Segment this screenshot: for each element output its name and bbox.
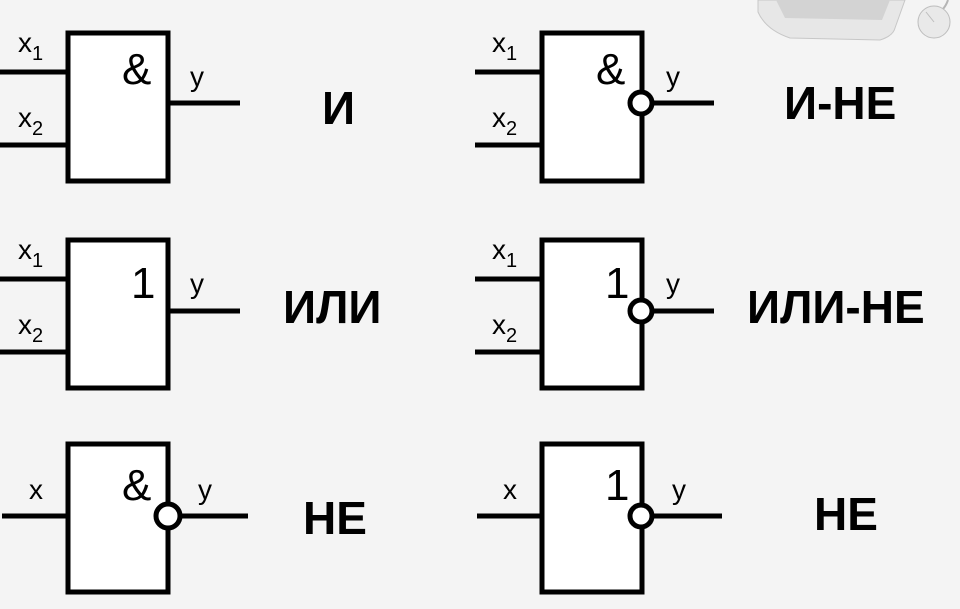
inversion-bubble — [153, 501, 183, 531]
inversion-bubble — [627, 502, 655, 530]
input-label: x — [29, 474, 43, 505]
gate-symbol: 1 — [605, 259, 629, 308]
input-label-2: x2 — [492, 102, 517, 140]
output-label: y — [190, 268, 204, 299]
output-label: y — [666, 268, 680, 299]
gate-name: И-НЕ — [784, 77, 896, 129]
gate-symbol: & — [596, 45, 625, 94]
gate-not-and: x & y НЕ — [2, 441, 367, 595]
input-label-1: x1 — [492, 27, 517, 65]
output-label: y — [666, 61, 680, 92]
input-label-2: x2 — [18, 309, 43, 347]
output-label: y — [198, 474, 212, 505]
gate-name: НЕ — [814, 488, 878, 540]
input-label-2: x2 — [492, 309, 517, 347]
output-label: y — [190, 61, 204, 92]
inversion-bubble — [627, 89, 655, 117]
keyboard-icon — [757, 0, 906, 41]
gate-name: НЕ — [303, 492, 367, 544]
gate-name: ИЛИ-НЕ — [747, 281, 925, 333]
input-label-2: x2 — [18, 102, 43, 140]
gate-name: ИЛИ — [283, 281, 381, 333]
gate-nor: x1 x2 1 y ИЛИ-НЕ — [475, 234, 925, 391]
gate-symbol: & — [122, 461, 151, 510]
gate-body — [65, 237, 171, 391]
gate-body — [539, 30, 645, 184]
gate-symbol: & — [122, 45, 151, 94]
gate-or: x1 x2 1 y ИЛИ — [0, 234, 381, 391]
inversion-bubble — [627, 297, 655, 325]
gate-name: И — [322, 82, 355, 134]
input-label-1: x1 — [18, 234, 43, 272]
gate-symbol: 1 — [131, 259, 155, 308]
input-label-1: x1 — [492, 234, 517, 272]
gate-body — [539, 441, 645, 595]
mouse-icon — [917, 0, 951, 39]
output-label: y — [672, 474, 686, 505]
gate-body — [65, 30, 171, 184]
gate-not-or: x 1 y НЕ — [477, 441, 878, 595]
gate-and: x1 x2 & y И — [0, 27, 355, 184]
gate-nand: x1 x2 & y И-НЕ — [475, 27, 896, 184]
input-label: x — [503, 474, 517, 505]
gate-symbol: 1 — [605, 461, 629, 510]
gate-body — [65, 441, 171, 595]
input-label-1: x1 — [18, 27, 43, 65]
